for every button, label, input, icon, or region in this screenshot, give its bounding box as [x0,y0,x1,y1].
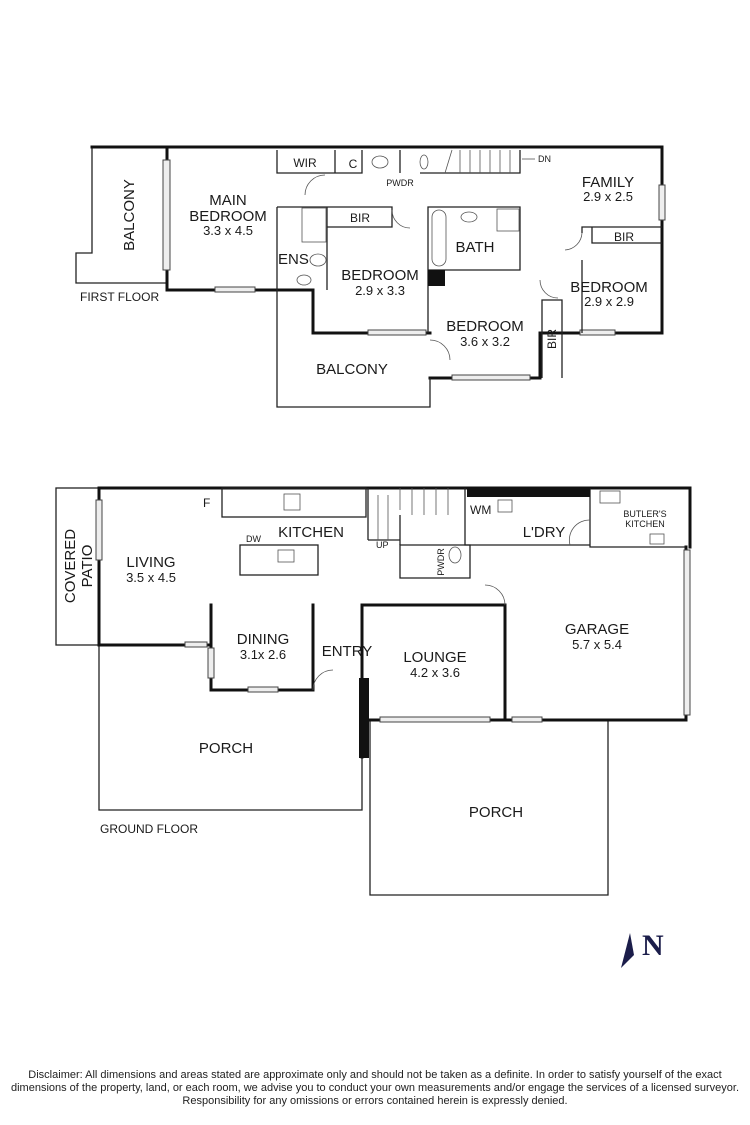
bir-closet [541,299,563,378]
first-floor-walls [90,145,664,380]
window [683,549,691,716]
washing-machine-label: WM [470,503,491,517]
room-label-bedroom: BEDROOM [570,279,648,296]
room-label-patio: PATIO [79,545,96,588]
room-label-bir: BIR [350,211,370,225]
fridge-label: F [203,496,210,510]
porch-outlines [98,645,609,896]
room-label-garage: GARAGE [565,621,629,638]
room-label-balcony-bottom: BALCONY [316,361,388,378]
stairs [444,149,511,174]
room-dims-bedroom: 3.6 x 3.2 [460,334,510,349]
window [451,374,531,381]
disclaimer-text: Disclaimer: All dimensions and areas sta… [10,1069,740,1107]
bathtub-icon [431,209,447,267]
stair-label-up: UP [376,540,389,550]
toilet-icon [371,155,389,169]
room-label-porch-left: PORCH [199,740,253,757]
room-label-bedroom: BEDROOM [446,318,524,335]
room-label-butlers: BUTLER'S [623,509,666,519]
room-label-ens: ENS [278,251,309,268]
room-label-family: FAMILY [582,174,634,191]
balcony-left-outline [75,147,167,284]
laundry-tub-icon [497,499,513,513]
sink-icon [599,490,621,504]
stairs [377,488,449,540]
room-label-laundry: L'DRY [523,524,566,541]
room-label-balcony-left: BALCONY [121,179,138,251]
cooktop-icon [283,493,301,511]
duct [428,270,445,286]
room-label-bir-family: BIR [614,230,634,244]
shower-icon [301,207,327,243]
door-swings [304,174,583,361]
window [247,686,279,693]
room-dims-main-bedroom: 3.3 x 4.5 [203,223,253,238]
north-compass-icon: N [621,929,664,968]
basin-icon [296,274,312,286]
bath-walls [427,206,662,333]
window [214,286,256,293]
room-label-lounge: LOUNGE [403,649,466,666]
sink-icon [649,533,665,545]
ens-bir-walls [276,206,393,290]
dishwasher-label: DW [246,534,261,544]
basin-icon [419,154,429,170]
basin-icon [460,211,478,223]
room-label-bedroom: BEDROOM [341,267,419,284]
wir-pwdr-walls [276,150,521,174]
room-dims-dining: 3.1x 2.6 [240,647,286,662]
shower-icon [496,208,520,232]
kitchen-bench [221,487,367,518]
window [184,641,208,648]
room-dims-lounge: 4.2 x 3.6 [410,665,460,680]
window [379,716,491,723]
room-label-porch-right: PORCH [469,804,523,821]
compass-arrow-icon [621,933,634,968]
room-dims-living: 3.5 x 4.5 [126,570,176,585]
toilet-icon [309,253,327,267]
room-label-wir: WIR [293,156,317,170]
ground-floor-plan: COVERED PATIO LIVING 3.5 x 4.5 F KITCHEN… [55,486,692,896]
stair-label-dn: DN [538,154,551,164]
window [162,159,171,271]
room-label-pwdr: PWDR [436,548,446,576]
room-label-entry: ENTRY [322,643,373,660]
first-floor-plan: BALCONY MAIN BEDROOM 3.3 x 4.5 WIR C PWD… [75,145,666,408]
door-swings [312,519,591,691]
sink-icon [277,549,295,563]
kitchen-island [239,544,319,576]
window [658,184,666,221]
laundry-bench [467,488,590,497]
room-dims-bedroom: 2.9 x 2.9 [584,294,634,309]
room-label-living: LIVING [126,554,175,571]
window [579,329,616,336]
window [511,716,543,723]
room-label-main-bedroom: MAIN [209,192,247,209]
pwdr-walls [399,544,471,579]
balcony-bottom-outline [276,290,431,408]
window [367,329,427,336]
room-dims-bedroom: 2.9 x 3.3 [355,283,405,298]
room-label-bir-vertical: BIR [545,329,559,349]
room-label-c: C [349,157,358,171]
room-label-kitchen: KITCHEN [278,524,344,541]
room-label-butlers-kitchen: KITCHEN [625,519,665,529]
room-label-dining: DINING [237,631,290,648]
room-label-covered: COVERED [62,529,79,603]
room-label-pwdr: PWDR [386,178,414,188]
toilet-icon [448,546,462,564]
room-label-bath: BATH [456,239,495,256]
room-dims-family: 2.9 x 2.5 [583,189,633,204]
floor-label-ground: GROUND FLOOR [100,822,198,836]
room-label-main-bedroom-2: BEDROOM [189,208,267,225]
stair-laundry-walls [367,488,686,548]
compass-north-label: N [642,929,664,962]
room-dims-garage: 5.7 x 5.4 [572,637,622,652]
window [207,647,215,679]
window [95,499,103,561]
floor-label-first: FIRST FLOOR [80,290,159,304]
feature-wall [359,678,369,758]
